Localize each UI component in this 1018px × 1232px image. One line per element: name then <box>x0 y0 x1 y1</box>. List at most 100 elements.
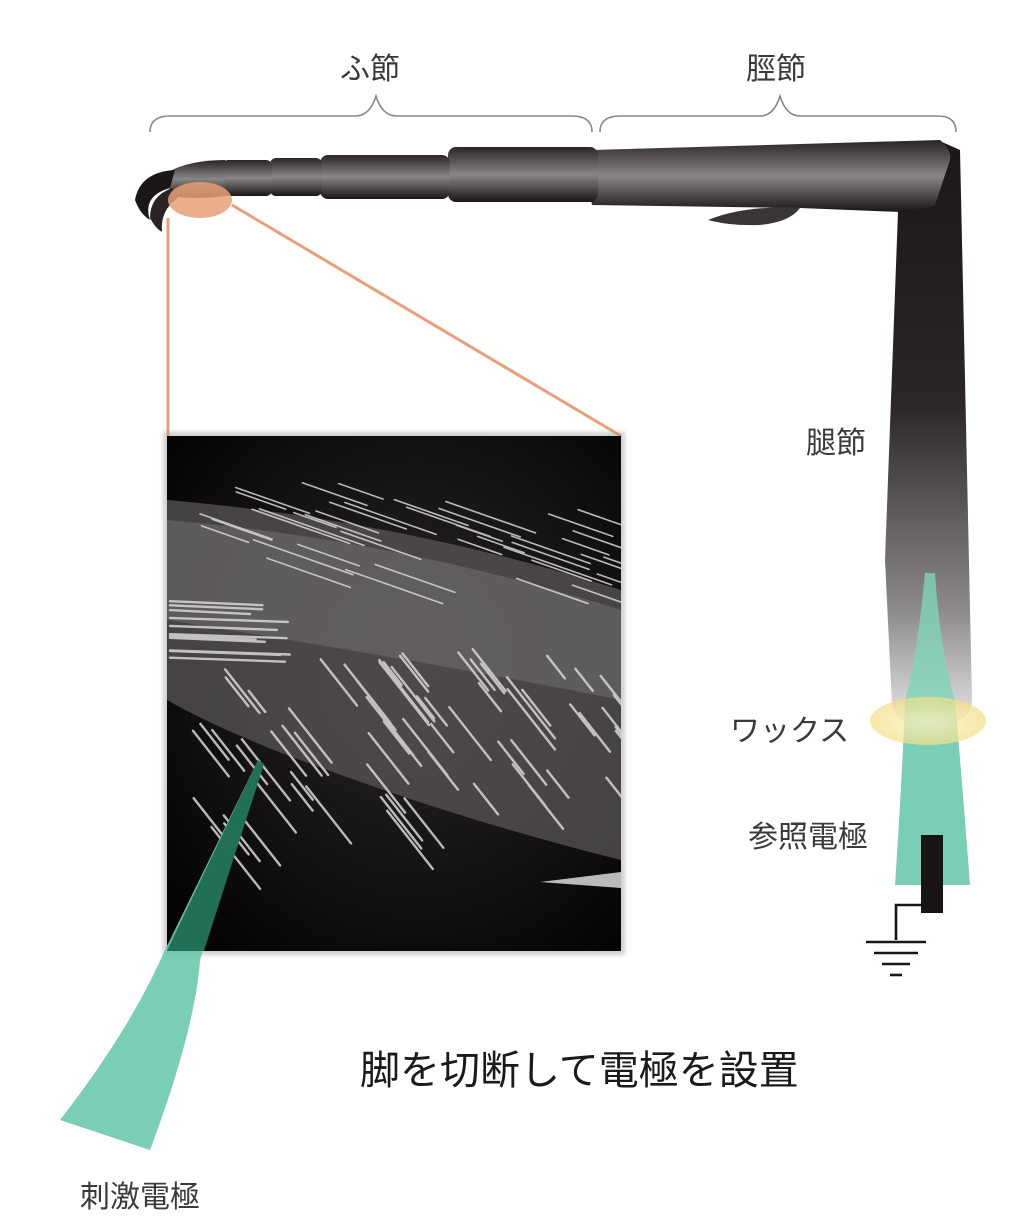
seta <box>247 689 267 714</box>
seta-upper <box>503 546 613 586</box>
seta <box>192 796 227 840</box>
seta-upper <box>344 568 444 605</box>
label-wax: ワックス <box>730 714 850 749</box>
seta-upper <box>562 537 610 556</box>
seta <box>382 720 411 755</box>
seta <box>448 705 493 762</box>
seta-upper <box>301 481 368 507</box>
wax-seal <box>870 697 986 745</box>
seta-upper <box>572 530 621 549</box>
seta <box>379 795 423 850</box>
seta <box>255 781 298 834</box>
stimulating-electrode-inside-inset <box>167 760 264 951</box>
seta <box>356 679 397 732</box>
seta-upper <box>315 510 380 534</box>
seta-upper <box>374 563 456 594</box>
seta-left <box>168 616 290 624</box>
seta <box>293 731 330 777</box>
seta-upper <box>596 573 621 584</box>
seta <box>398 654 430 693</box>
seta-upper <box>438 507 521 538</box>
seta <box>367 731 410 785</box>
seta <box>305 785 353 845</box>
zoom-line-right <box>231 203 622 438</box>
seta-upper <box>251 508 351 545</box>
seta-upper <box>304 513 382 542</box>
seta-upper <box>511 541 590 571</box>
seta-upper <box>292 511 337 529</box>
seta <box>578 711 612 753</box>
seta <box>378 658 430 724</box>
caption: 脚を切断して電極を設置 <box>360 1048 799 1094</box>
seta-left <box>168 634 257 641</box>
seta-upper <box>211 518 273 541</box>
seta <box>390 665 436 723</box>
femur-segment <box>885 142 972 727</box>
seta-upper <box>515 577 589 605</box>
seta <box>574 667 594 692</box>
seta <box>457 651 490 692</box>
electrode-wire <box>921 835 943 913</box>
seta-upper <box>296 543 360 567</box>
tarsomere-4 <box>320 155 450 199</box>
tarsomere-5 <box>448 147 598 202</box>
seta-left <box>168 649 282 657</box>
seta <box>605 776 621 799</box>
seta-upper <box>393 498 469 527</box>
seta <box>211 728 246 772</box>
seta <box>497 740 525 776</box>
seta <box>505 676 557 740</box>
seta <box>612 693 621 706</box>
seta-left <box>168 636 267 644</box>
seta-upper <box>531 559 593 582</box>
seta <box>287 707 333 764</box>
tarsomere-3 <box>270 158 322 196</box>
seta-left <box>168 656 287 663</box>
seta <box>546 769 570 799</box>
seta-upper <box>510 535 591 565</box>
seta <box>477 681 503 713</box>
seta-upper <box>252 539 354 576</box>
seta <box>521 688 552 727</box>
seta-upper <box>328 501 408 530</box>
seta <box>223 668 261 715</box>
seta <box>224 676 250 708</box>
seta <box>568 703 596 737</box>
seta <box>424 696 449 727</box>
seta <box>385 809 435 871</box>
seta-upper <box>258 507 365 547</box>
seta <box>601 706 621 732</box>
seta-upper <box>476 535 525 554</box>
seta <box>377 710 415 757</box>
seta <box>415 695 436 720</box>
seta <box>240 738 292 802</box>
reference-electrode-tip <box>905 573 955 700</box>
tibia-brace <box>599 93 957 133</box>
seta-upper <box>445 500 537 534</box>
seta-left <box>168 604 264 611</box>
seta-upper <box>234 486 311 515</box>
label-femur: 腿節 <box>806 426 866 461</box>
seta-upper <box>577 508 621 526</box>
tibial-spur <box>708 207 800 226</box>
seta <box>427 751 460 791</box>
seta <box>191 729 231 778</box>
seta <box>366 763 407 814</box>
seta-upper <box>338 482 384 500</box>
seta <box>472 782 500 816</box>
seta-upper <box>603 556 621 564</box>
seta-upper <box>455 524 504 543</box>
reference-electrode <box>895 700 970 885</box>
seta <box>510 739 548 786</box>
seta-upper <box>199 513 273 540</box>
seta <box>506 688 557 751</box>
seta-upper <box>235 491 287 510</box>
seta-upper <box>457 538 503 556</box>
seta <box>469 658 496 692</box>
seta <box>471 647 507 693</box>
seta <box>614 729 621 740</box>
seta <box>479 662 506 695</box>
seta <box>403 797 445 850</box>
seta <box>545 654 567 680</box>
